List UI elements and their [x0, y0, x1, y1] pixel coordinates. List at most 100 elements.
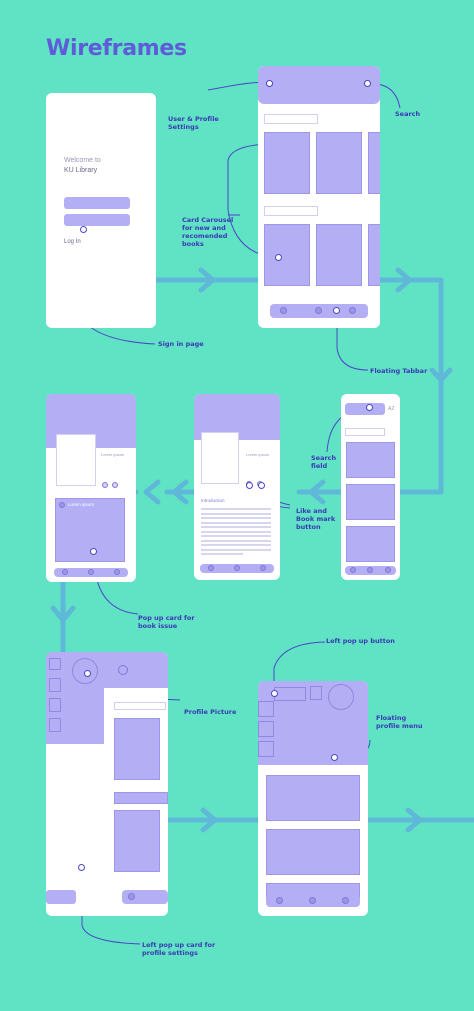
search-tab-icon-3[interactable] [385, 567, 391, 573]
bookmark-pin [258, 482, 265, 489]
left-menu-icon-1[interactable] [49, 658, 61, 670]
floating-profile-tabbar [266, 895, 360, 907]
menu-avatar-small[interactable] [310, 686, 322, 700]
welcome-text: Welcome to [64, 157, 101, 164]
intro-text [201, 508, 271, 558]
book-tab-icon-3[interactable] [260, 565, 266, 571]
search-tabbar [345, 566, 396, 575]
result-card-2[interactable] [346, 484, 395, 520]
popup-bookmark-icon[interactable] [112, 482, 118, 488]
fp-tab-icon-3[interactable] [342, 897, 349, 904]
profile-picture[interactable] [72, 658, 98, 684]
tab-home-icon[interactable] [280, 307, 287, 314]
profile-menu-row-1[interactable] [114, 702, 166, 710]
search-field-pin [366, 404, 373, 411]
book-title: Lorem ipsum [246, 452, 270, 457]
issue-popup-screen: Lorem ipsum Lorem ipsum [46, 394, 136, 582]
signin-screen: Welcome to KU Library Log In [46, 93, 156, 328]
left-menu-icon-2[interactable] [49, 678, 61, 692]
left-popup-button-pin [271, 690, 278, 697]
section-label-2 [264, 206, 318, 216]
annotation-card-carousel: Card Carousel for new and recomended boo… [182, 216, 234, 248]
home-header [258, 66, 380, 104]
carousel-card-new-3[interactable] [368, 132, 380, 194]
book-tab-icon-2[interactable] [234, 565, 240, 571]
book-cover [201, 432, 239, 484]
annotation-popup-card: Pop up card for book issue [138, 614, 195, 630]
annotation-sign-in-page: Sign in page [158, 340, 204, 348]
menu-side-item-2[interactable] [258, 721, 274, 737]
fp-tab-icon-2[interactable] [309, 897, 316, 904]
left-popup-card[interactable] [46, 652, 104, 744]
carousel-card-rec-2[interactable] [316, 224, 362, 286]
profile-settings-screen [46, 652, 168, 916]
profile-tab-icon[interactable] [128, 893, 135, 900]
profile-content-card-2[interactable] [114, 810, 160, 872]
book-detail-screen: Lorem ipsum Introduction [194, 394, 280, 580]
annotation-search: Search [395, 110, 421, 118]
left-menu-icon-3[interactable] [49, 698, 61, 712]
left-popup-footer[interactable] [46, 890, 76, 904]
like-pin [246, 482, 253, 489]
popup-book-title: Lorem ipsum [101, 452, 125, 457]
profile-divider-bar [114, 792, 168, 804]
profile-tabbar [122, 890, 168, 904]
menu-side-item-1[interactable] [258, 701, 274, 717]
tab-account-icon[interactable] [349, 307, 356, 314]
carousel-card-rec-1[interactable] [264, 224, 310, 286]
popup-tab-icon-2[interactable] [88, 569, 94, 575]
carousel-card-new-2[interactable] [316, 132, 362, 194]
home-screen [258, 66, 380, 328]
popup-tabbar [54, 568, 128, 577]
search-pin [364, 80, 371, 87]
annotation-floating-profile-menu: Floating profile menu [376, 714, 423, 730]
result-card-3[interactable] [346, 526, 395, 562]
popup-tab-icon-1[interactable] [62, 569, 68, 575]
left-popup-pin [78, 864, 85, 871]
book-tab-icon-1[interactable] [208, 565, 214, 571]
menu-avatar[interactable] [328, 684, 354, 710]
floating-menu-pin [331, 754, 338, 761]
search-tab-icon-2[interactable] [367, 567, 373, 573]
feed-card-1[interactable] [266, 775, 360, 821]
profile-right-column [112, 692, 168, 916]
popup-close-icon[interactable] [59, 502, 65, 508]
signin-pin [80, 226, 87, 233]
book-tabbar [200, 564, 274, 573]
password-input[interactable] [64, 214, 130, 226]
search-screen: AZ [341, 394, 400, 580]
floating-tabbar [270, 304, 368, 318]
carousel-pin [275, 254, 282, 261]
popup-like-icon[interactable] [102, 482, 108, 488]
sort-label[interactable]: AZ [388, 406, 395, 412]
annotation-search-field: Search field [311, 454, 337, 470]
feed-card-2[interactable] [266, 829, 360, 875]
annotation-floating-tabbar: Floating Tabbar [370, 367, 428, 375]
popup-tab-icon-3[interactable] [114, 569, 120, 575]
carousel-card-rec-3[interactable] [368, 224, 380, 286]
profile-picture-pin [84, 670, 91, 677]
annotation-left-popup-card: Left pop up card for profile settings [142, 941, 216, 957]
filter-chip[interactable] [345, 428, 385, 436]
left-popup-button[interactable] [274, 687, 306, 701]
popup-book-cover [56, 434, 96, 486]
profile-top-icon[interactable] [118, 665, 128, 675]
tabbar-pin [333, 307, 340, 314]
search-field[interactable] [345, 403, 385, 415]
app-name: KU Library [64, 167, 98, 174]
floating-profile-screen [258, 681, 368, 916]
annotation-profile-picture: Profile Picture [184, 708, 237, 716]
search-tab-icon-1[interactable] [350, 567, 356, 573]
intro-heading: Introduction [201, 498, 225, 503]
result-card-1[interactable] [346, 442, 395, 478]
carousel-card-new-1[interactable] [264, 132, 310, 194]
fp-tab-icon-1[interactable] [276, 897, 283, 904]
left-menu-icon-4[interactable] [49, 718, 61, 732]
tab-library-icon[interactable] [315, 307, 322, 314]
username-input[interactable] [64, 197, 130, 209]
issue-popup-pin [90, 548, 97, 555]
profile-content-card-1[interactable] [114, 718, 160, 780]
login-button[interactable]: Log In [64, 239, 81, 245]
annotation-like-bookmark: Like and Book mark button [296, 507, 336, 531]
menu-side-item-3[interactable] [258, 741, 274, 757]
